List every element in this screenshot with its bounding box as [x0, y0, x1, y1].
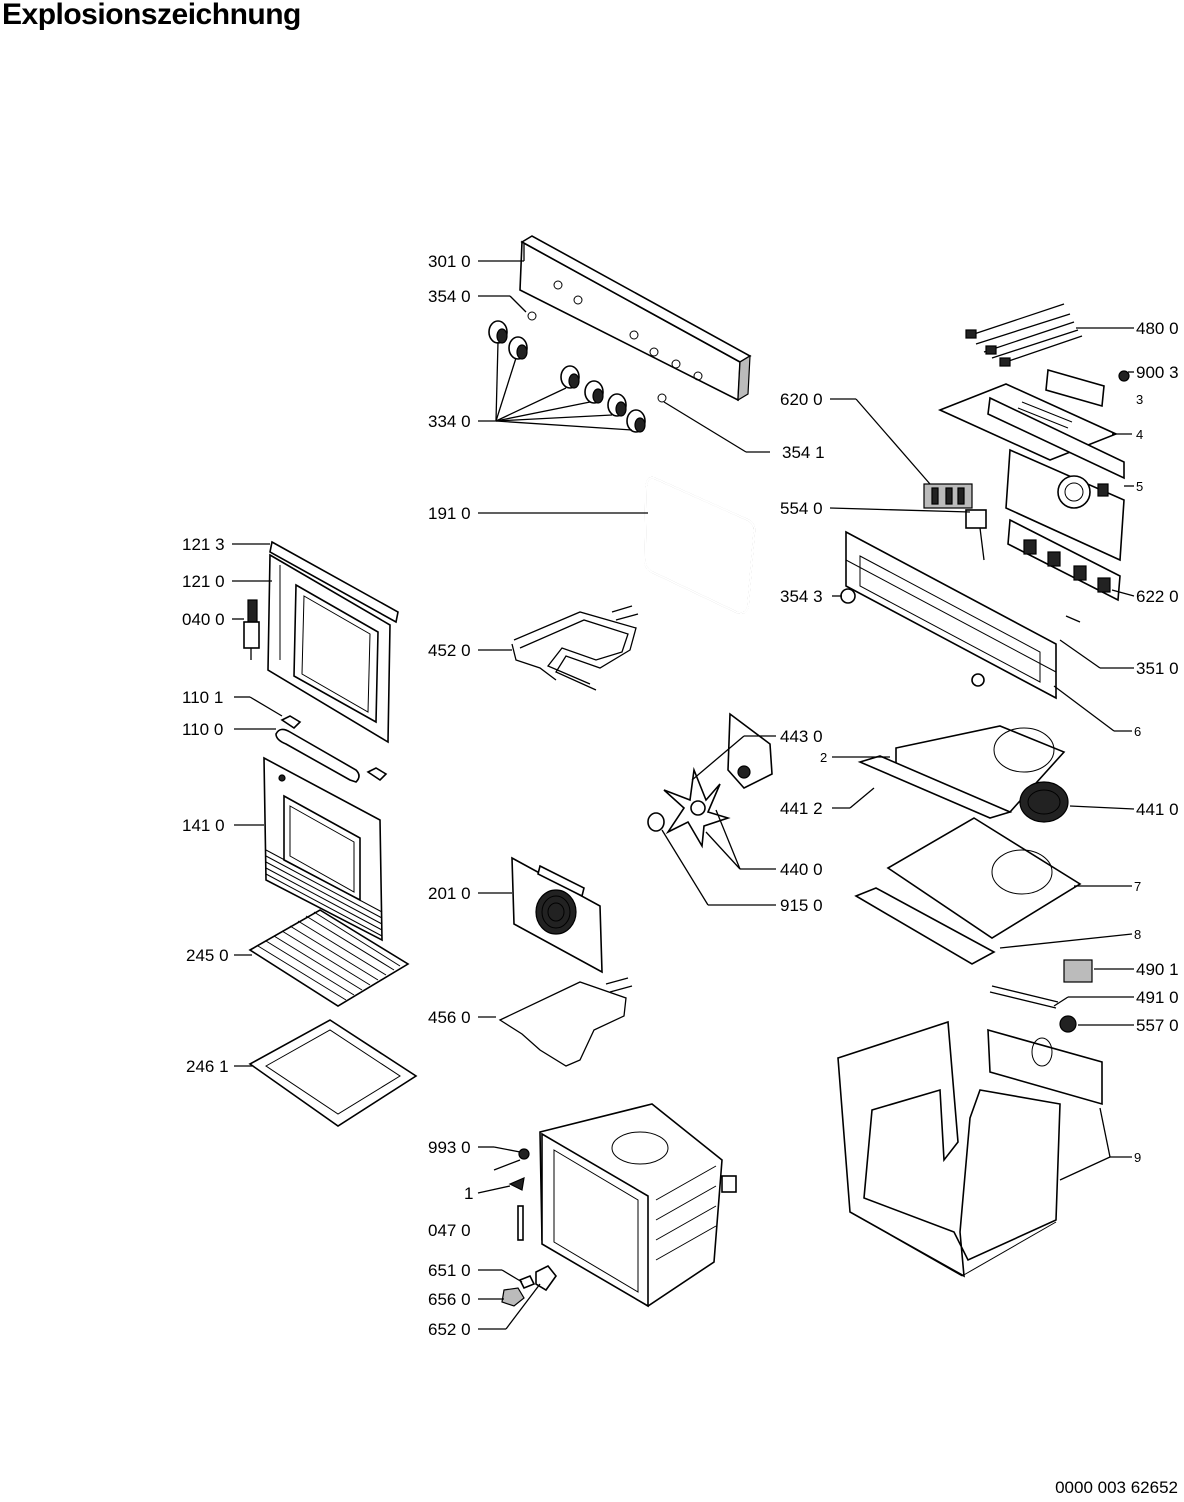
- part-door-seal: [643, 476, 756, 615]
- part-cooling-fan-duct: [857, 725, 1069, 823]
- label-3: 3: [1136, 392, 1143, 407]
- label-6: 6: [1134, 724, 1141, 739]
- label-354-3: 354 3: [780, 587, 823, 606]
- part-wire-rack: [248, 909, 410, 1007]
- label-4: 4: [1136, 427, 1143, 442]
- label-2: 2: [820, 750, 827, 765]
- label-040-0: 040 0: [182, 610, 225, 629]
- label-047-0: 047 0: [428, 1221, 471, 1240]
- label-121-0: 121 0: [182, 572, 225, 591]
- label-900-3: 900 3: [1136, 363, 1179, 382]
- leader-lines: [232, 244, 1135, 1330]
- part-top-heating-element: [511, 605, 639, 691]
- label-915-0: 915 0: [780, 896, 823, 915]
- label-201-0: 201 0: [428, 884, 471, 903]
- label-620-0: 620 0: [780, 390, 823, 409]
- part-outer-door: [263, 756, 383, 942]
- label-246-1: 246 1: [186, 1057, 229, 1076]
- part-knobs: [488, 320, 646, 433]
- part-switches: [923, 483, 1121, 602]
- part-control-panel: [519, 235, 752, 403]
- label-141-0: 141 0: [182, 816, 225, 835]
- label-443-0: 443 0: [780, 727, 823, 746]
- part-labels: 301 0 354 0 334 0 354 1 480 0 900 3 3 4 …: [182, 252, 1179, 1339]
- label-354-1: 354 1: [782, 443, 825, 462]
- part-rear-panel: [511, 856, 603, 974]
- label-7: 7: [1134, 879, 1141, 894]
- part-door-frame: [267, 540, 399, 744]
- label-334-0: 334 0: [428, 412, 471, 431]
- part-small-fittings: [493, 1148, 558, 1307]
- part-wiring-harness: [965, 303, 1083, 367]
- part-bottom-heating-element: [498, 977, 633, 1067]
- part-cover-plates: [937, 368, 1130, 562]
- part-door-handle: [275, 715, 388, 783]
- part-baking-tray: [248, 1019, 418, 1127]
- label-440-0: 440 0: [780, 860, 823, 879]
- label-191-0: 191 0: [428, 504, 471, 523]
- label-301-0: 301 0: [428, 252, 471, 271]
- part-fan-assembly: [647, 712, 773, 849]
- label-622-0: 622 0: [1136, 587, 1179, 606]
- page-title: Explosionszeichnung: [2, 0, 301, 31]
- label-351-0: 351 0: [1136, 659, 1179, 678]
- label-9: 9: [1134, 1150, 1141, 1165]
- label-490-1: 490 1: [1136, 960, 1179, 979]
- label-480-0: 480 0: [1136, 319, 1179, 338]
- label-557-0: 557 0: [1136, 1016, 1179, 1035]
- part-oven-cavity: [539, 1103, 737, 1308]
- label-5: 5: [1136, 479, 1143, 494]
- label-554-0: 554 0: [780, 499, 823, 518]
- part-base-plates: [854, 817, 1082, 965]
- drawing-number: 0000 003 62652: [1055, 1478, 1178, 1497]
- label-110-1: 110 1: [182, 688, 223, 707]
- label-652-0: 652 0: [428, 1320, 471, 1339]
- label-121-3: 121 3: [182, 535, 225, 554]
- label-8: 8: [1134, 927, 1141, 942]
- part-oven-casing: [837, 1020, 1103, 1278]
- label-656-0: 656 0: [428, 1290, 471, 1309]
- label-441-2: 441 2: [780, 799, 823, 818]
- label-245-0: 245 0: [186, 946, 229, 965]
- label-456-0: 456 0: [428, 1008, 471, 1027]
- label-1: 1: [464, 1184, 473, 1203]
- label-441-0: 441 0: [1136, 800, 1179, 819]
- label-993-0: 993 0: [428, 1138, 471, 1157]
- label-651-0: 651 0: [428, 1261, 471, 1280]
- label-354-0: 354 0: [428, 287, 471, 306]
- part-connectors: [989, 959, 1093, 1033]
- label-491-0: 491 0: [1136, 988, 1179, 1007]
- label-452-0: 452 0: [428, 641, 471, 660]
- part-control-frame: [840, 530, 1081, 700]
- label-110-0: 110 0: [182, 720, 223, 739]
- part-door-hinge: [243, 599, 260, 660]
